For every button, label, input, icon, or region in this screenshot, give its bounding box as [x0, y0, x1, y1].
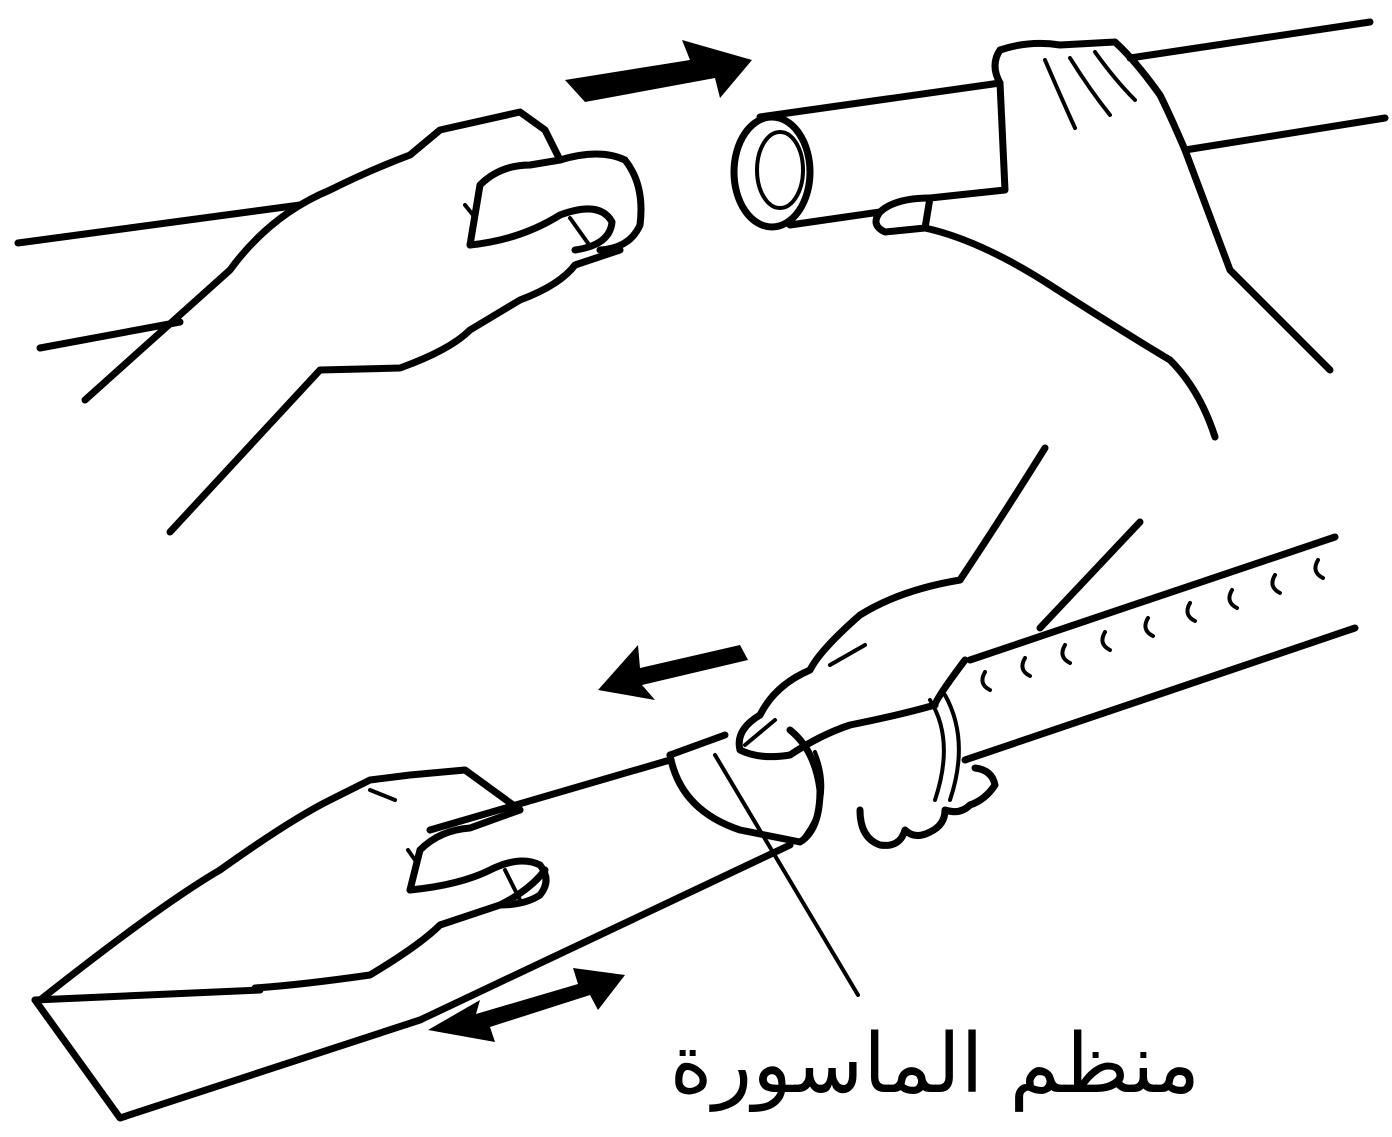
top-illustration: [18, 22, 1385, 532]
hose-regulator-label: منظم الماسورة: [640, 1010, 1200, 1120]
callout-leader-line: [715, 755, 858, 995]
left-hand-bottom: [40, 770, 546, 1000]
hose-regulator: [670, 695, 959, 842]
arrow-right-top: [565, 40, 752, 102]
right-hand-top: [876, 42, 1330, 437]
arrow-left-bottom: [598, 645, 748, 700]
right-pipe-top: [734, 22, 1385, 227]
left-hand-top: [18, 112, 641, 532]
